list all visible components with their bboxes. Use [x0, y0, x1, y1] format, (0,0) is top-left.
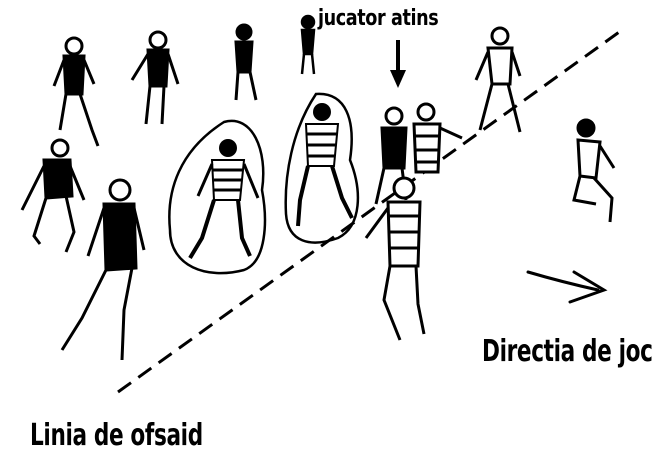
player-far-right	[574, 120, 614, 222]
player-left-crouching	[22, 140, 84, 252]
play-direction-arrow	[528, 272, 604, 302]
player-top-center-left	[132, 32, 178, 124]
touched-player-arrow	[390, 40, 406, 88]
player-center-striped	[414, 104, 462, 172]
highlighted-player-left	[169, 121, 265, 273]
play-direction-label: Directia de joc	[482, 334, 653, 369]
player-top-small	[302, 16, 314, 74]
player-center-front	[366, 178, 424, 340]
player-top-left	[54, 38, 98, 146]
touched-player-label: jucator atins	[318, 6, 438, 31]
offside-line-label: Linia de ofsaid	[30, 418, 203, 453]
player-left-front	[62, 180, 144, 360]
highlighted-player-right	[286, 94, 358, 243]
player-top-right	[476, 28, 520, 132]
player-top-center	[236, 25, 256, 100]
